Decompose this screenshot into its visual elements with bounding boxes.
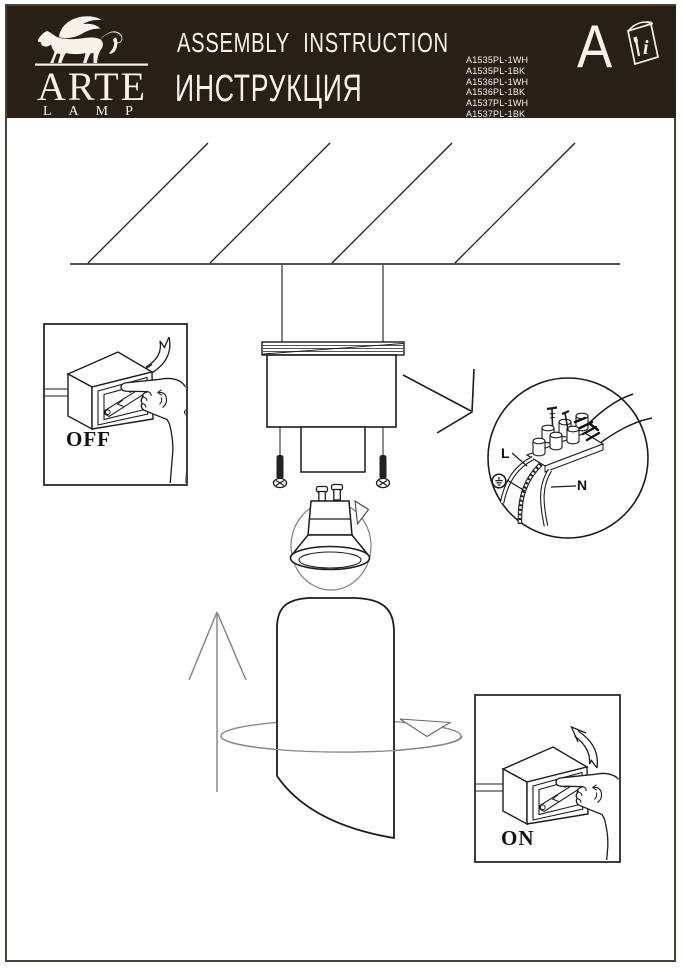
insert-direction-arrow [188,611,247,792]
wire-neutral-label: N [577,477,588,493]
model-codes: A1535PL-1WH A1535PL-1BK A1536PL-1WH A153… [466,55,528,120]
manual-book-icon: i [627,21,659,66]
model-code: A1535PL-1BK [466,65,526,76]
arte-lamp-lion-logo [35,16,148,66]
model-code: A1536PL-1BK [466,87,526,98]
shade-drawing [188,597,463,840]
model-code: A1536PL-1WH [466,76,529,87]
title-english: ASSEMBLY INSTRUCTION [177,27,449,58]
ceiling-drawing [70,142,620,265]
model-code: A1537PL-1BK [466,108,526,119]
canopy-drawing [261,265,405,473]
page-border [5,4,676,962]
switch-on-label: ON [501,826,535,850]
mounting-screws [272,427,391,489]
brand-word: LAMP [43,104,150,119]
brand-name: ARTE [37,64,148,109]
earth-ground-icon [491,473,507,489]
wire-live-label: L [501,445,510,461]
svg-text:i: i [643,37,649,59]
gu10-bulb-drawing [289,483,372,591]
title-russian: ИНСТРУКЦИЯ [175,68,363,110]
switch-off-figure [43,323,188,486]
model-code: A1537PL-1WH [466,98,529,109]
model-code: A1535PL-1WH [466,55,529,65]
flip-up-arrow [570,725,599,769]
header: ARTE LAMP ASSEMBLY INSTRUCTION ИНСТРУКЦИ… [7,6,676,120]
switch-off-label: OFF [66,427,111,451]
wiring-detail-circle [487,377,653,539]
switch-on-figure [474,694,621,863]
detail-callout-arrow [402,368,475,434]
doc-letter: A [577,13,613,80]
